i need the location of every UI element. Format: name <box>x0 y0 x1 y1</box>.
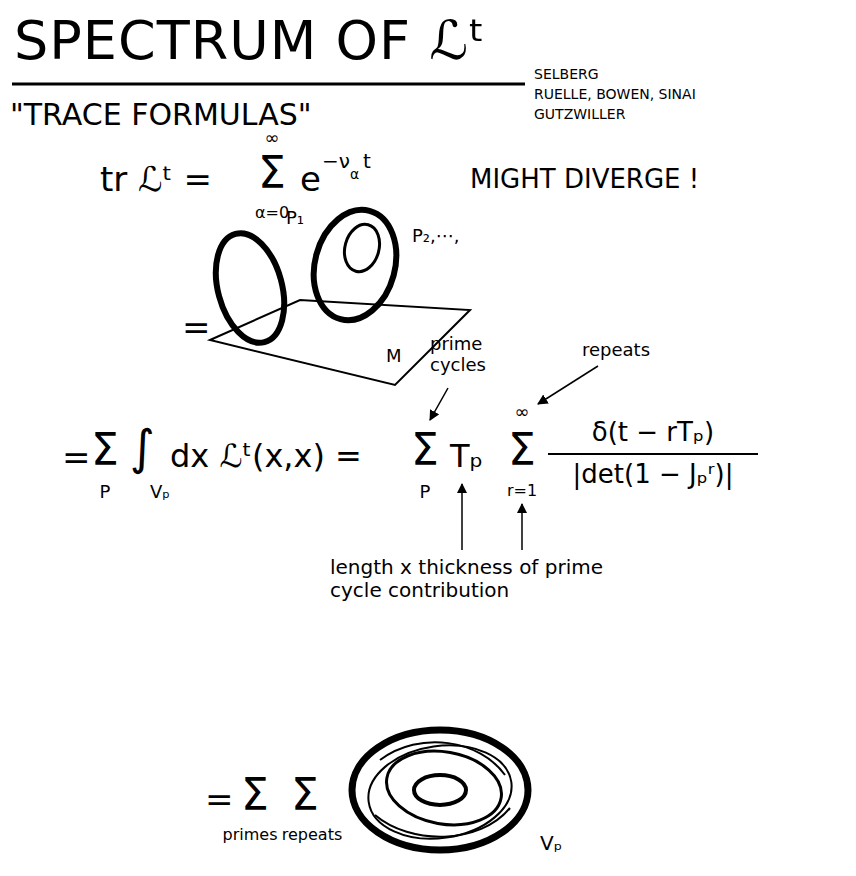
formula-term: Tₚ <box>450 438 483 475</box>
integral-limit: Vₚ <box>150 482 170 503</box>
equals-sign: = <box>182 308 211 347</box>
sum-limit: primes <box>223 826 278 844</box>
cycle-loop <box>205 226 296 351</box>
fraction-bar <box>548 453 758 455</box>
warning-note: MIGHT DIVERGE ! <box>470 165 699 195</box>
equals-sign: = <box>62 438 91 477</box>
sum-symbol: Σ <box>258 148 286 199</box>
formula-term: e <box>300 160 321 199</box>
tube-label: Vₚ <box>540 832 562 855</box>
sum-limit: α=0 <box>255 204 289 222</box>
equals-sign: = <box>205 780 234 819</box>
author-name: RUELLE, BOWEN, SINAI <box>534 86 696 102</box>
pointer-arrow <box>538 366 598 404</box>
title-underline <box>12 83 525 86</box>
sum-limit: ∞ <box>265 128 280 149</box>
author-name: GUTZWILLER <box>534 106 625 122</box>
sum-limit: P <box>100 482 111 503</box>
exponent: t <box>363 150 371 173</box>
annotation: length x thickness of prime cycle contri… <box>330 556 660 602</box>
author-name: SELBERG <box>534 66 599 82</box>
sum-symbol: Σ <box>91 425 119 476</box>
sum-symbol: Σ <box>508 425 536 476</box>
formula-term: tr ℒᵗ = <box>100 160 212 199</box>
exponent: −ν <box>322 150 350 173</box>
cycle-tube <box>352 730 528 850</box>
annotation: repeats <box>582 340 650 361</box>
sum-limit: repeats <box>282 826 342 844</box>
sum-symbol: Σ <box>241 770 269 821</box>
cycle-loop <box>339 220 384 275</box>
sum-limit: r=1 <box>507 482 537 500</box>
manifold-label: M <box>386 346 402 367</box>
annotation: prime cycles <box>430 334 502 375</box>
pointer-arrow <box>521 504 523 550</box>
sum-symbol: Σ <box>291 770 319 821</box>
sum-limit: P <box>420 482 431 503</box>
pointer-arrow <box>430 388 448 420</box>
cycle-label: P₂,⋯, <box>412 226 460 247</box>
formula-term: dx ℒᵗ(x,x) = <box>170 438 362 475</box>
fraction-denominator: |det(1 − Jₚʳ)| <box>573 460 734 490</box>
cycle-label: P₁ <box>286 208 304 229</box>
subscript: α <box>350 166 359 182</box>
cycle-loop <box>302 201 408 330</box>
integral-symbol: ∫ <box>130 420 155 475</box>
fraction-numerator: δ(t − rTₚ) <box>592 418 714 448</box>
pointer-arrow <box>461 484 463 550</box>
title: SPECTRUM OF ℒᵗ <box>14 10 486 72</box>
sum-symbol: Σ <box>411 425 439 476</box>
sum-limit: ∞ <box>515 402 530 423</box>
